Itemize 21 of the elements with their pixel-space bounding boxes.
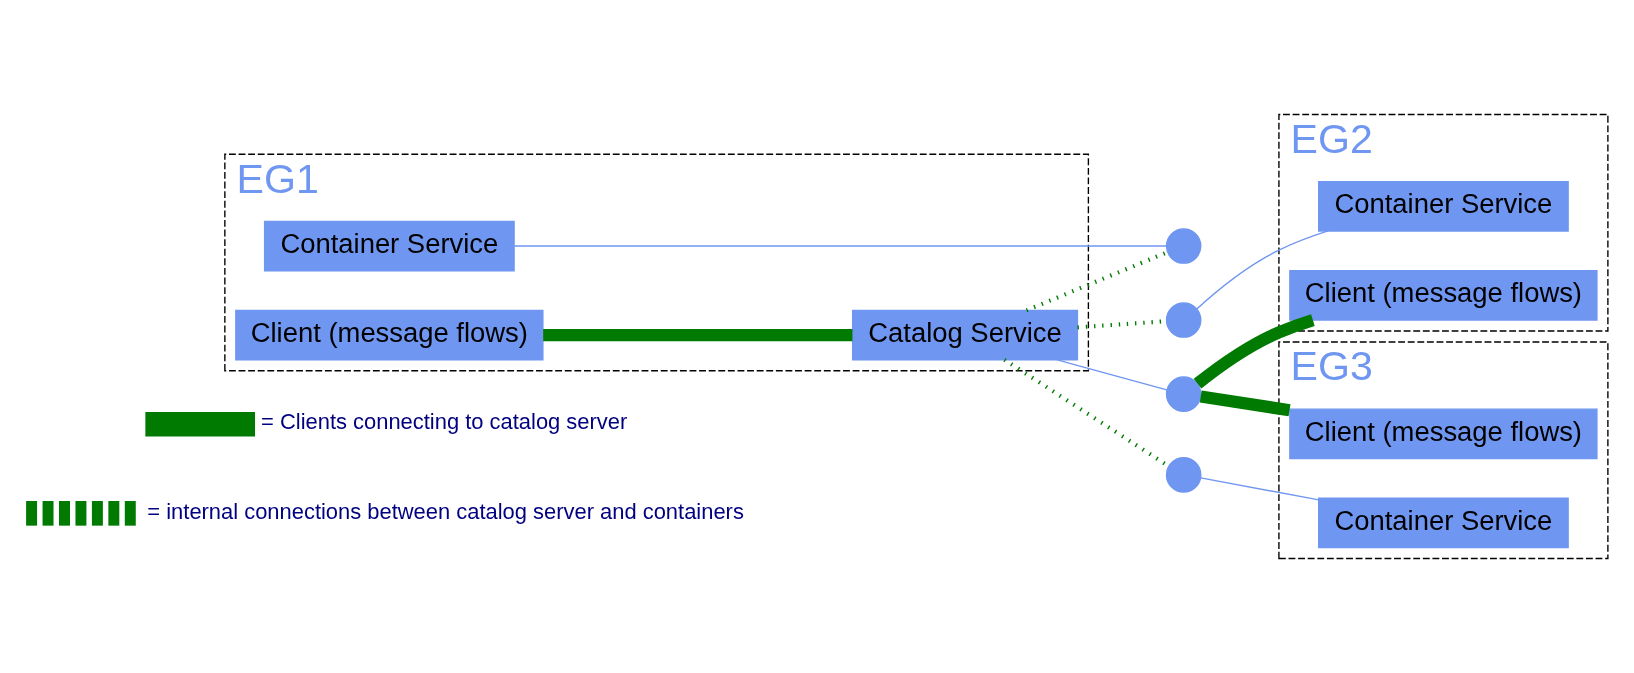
connector [1200, 477, 1319, 501]
node-box: Catalog Service [851, 309, 1079, 361]
node-circle [1165, 457, 1202, 493]
node-box: Client (message flows) [1289, 408, 1598, 460]
legend-label: = Clients connecting to catalog server [261, 409, 628, 435]
node-box: Container Service [1318, 180, 1569, 232]
connector [543, 328, 853, 342]
node-circle [1165, 376, 1202, 412]
connector [1196, 230, 1329, 310]
connector [1003, 358, 1170, 468]
node-box: Container Service [1318, 497, 1569, 549]
node-box: Client (message flows) [235, 309, 544, 361]
node-box: Client (message flows) [1289, 270, 1598, 321]
connector [1056, 359, 1168, 391]
node-box: Container Service [263, 220, 515, 272]
connector [1199, 390, 1291, 417]
legend-label: = internal connections between catalog server and containers [147, 498, 744, 524]
connector [1193, 314, 1315, 389]
connector [513, 245, 1167, 247]
node-circle [1165, 302, 1202, 338]
node-circle [1165, 228, 1202, 264]
